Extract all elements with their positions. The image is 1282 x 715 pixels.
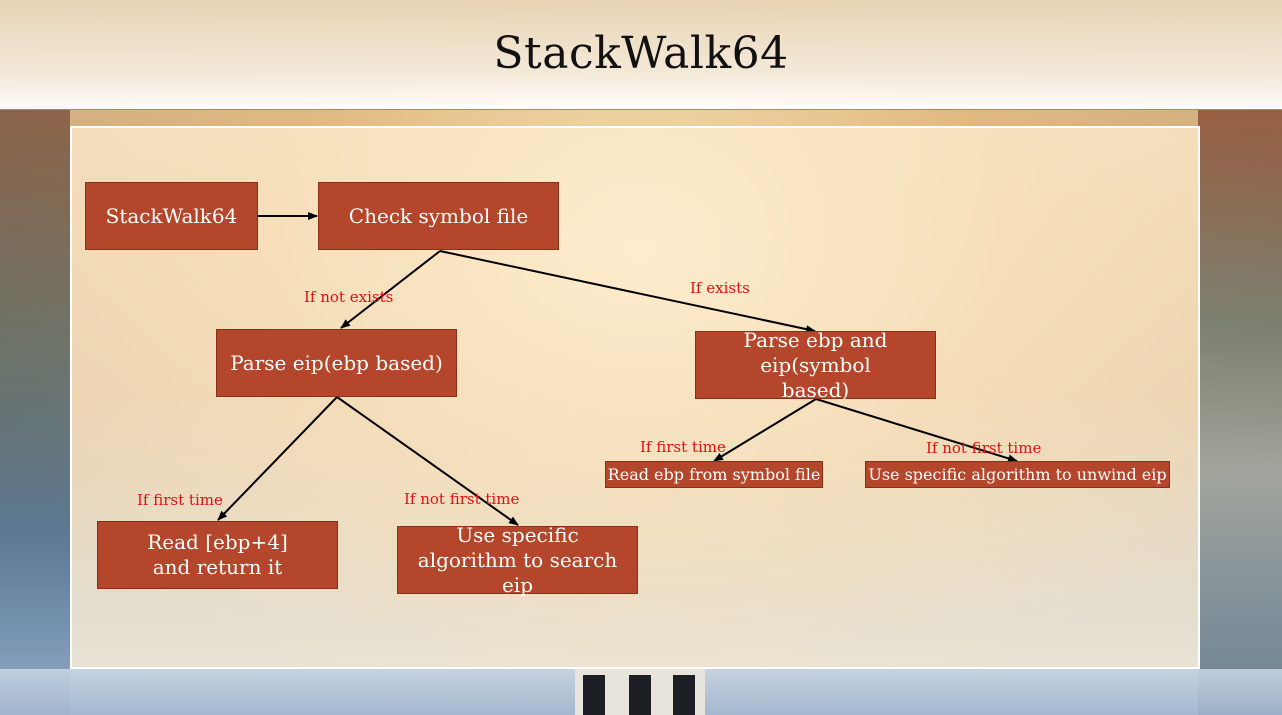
slide-title: StackWalk64 xyxy=(493,28,789,79)
node-stackwalk64: StackWalk64 xyxy=(85,182,258,250)
node-search-eip: Use specific algorithm to search eip xyxy=(397,523,638,597)
node-unwind-eip: Use specific algorithm to unwind eip xyxy=(865,461,1170,488)
background-left-buildings xyxy=(0,110,70,715)
label-if-not-exists: If not exists xyxy=(304,288,394,306)
label-if-exists: If exists xyxy=(690,279,750,297)
node-parse-eip-ebp-based: Parse eip(ebp based) xyxy=(216,329,457,397)
node-read-ebp-from-symbol: Read ebp from symbol file xyxy=(605,461,823,488)
label-if-not-first-time-right: If not first time xyxy=(926,439,1042,457)
background-right-buildings xyxy=(1198,110,1282,715)
label-if-first-time-left: If first time xyxy=(137,491,223,509)
node-parse-ebp-eip-symbol-based: Parse ebp and eip(symbol based) xyxy=(695,328,936,402)
label-if-not-first-time-left: If not first time xyxy=(404,490,520,508)
label-if-first-time-right: If first time xyxy=(640,438,726,456)
node-check-symbol-file: Check symbol file xyxy=(318,182,559,250)
title-band: StackWalk64 xyxy=(0,0,1282,110)
background-tower xyxy=(575,669,705,715)
node-read-ebp-plus4: Read [ebp+4] and return it xyxy=(97,521,338,589)
